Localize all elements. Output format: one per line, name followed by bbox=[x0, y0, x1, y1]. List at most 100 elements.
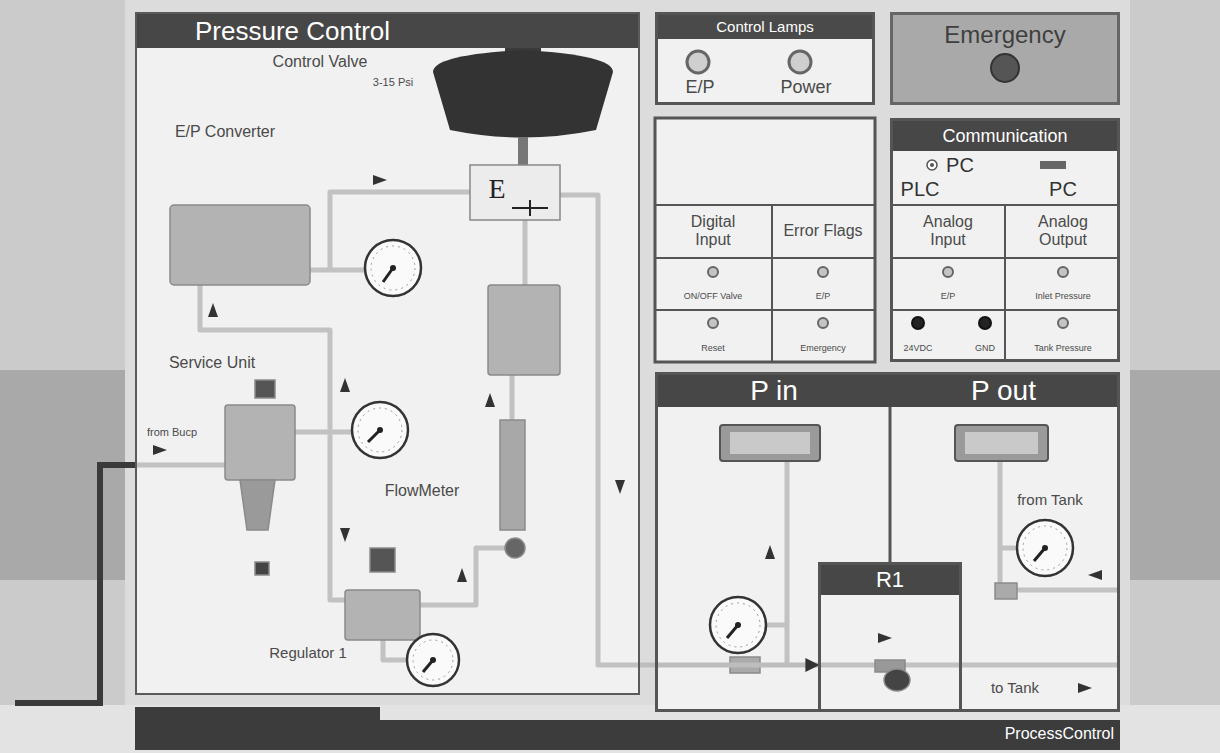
flow-arrow bbox=[765, 545, 775, 559]
air-pipe bbox=[200, 285, 345, 600]
table-header: Digital Input bbox=[673, 213, 753, 248]
air-pipe bbox=[785, 461, 790, 665]
status-led bbox=[943, 267, 953, 277]
flow-arrow bbox=[373, 175, 387, 185]
signal-name: GND bbox=[975, 344, 995, 354]
io-table bbox=[771, 205, 773, 362]
status-led bbox=[708, 318, 718, 328]
panel-heading: P out bbox=[890, 375, 1117, 407]
outlet-pressure-panel: P out bbox=[890, 372, 1120, 712]
air-pipe bbox=[383, 640, 407, 660]
supply-line bbox=[15, 465, 135, 703]
air-pipe bbox=[310, 268, 365, 273]
pressure-gauge bbox=[413, 640, 453, 680]
pressure-gauge bbox=[371, 246, 415, 290]
pneumatic-component bbox=[225, 405, 295, 480]
air-pipe bbox=[523, 220, 528, 285]
signal-name: 24VDC bbox=[903, 344, 932, 354]
pressure-display bbox=[965, 432, 1038, 454]
panel-fill bbox=[655, 12, 875, 105]
control-lamp bbox=[687, 51, 811, 73]
pressure-display bbox=[730, 432, 810, 454]
pressure-gauge bbox=[1023, 526, 1067, 570]
supply-line bbox=[15, 465, 135, 703]
control-valve bbox=[433, 18, 613, 220]
flow-note: from Tank bbox=[1017, 492, 1083, 509]
pneumatic-component bbox=[500, 420, 525, 530]
part-name: Regulator 1 bbox=[269, 645, 347, 662]
pressure-gauge bbox=[365, 240, 421, 296]
bottom-bar bbox=[135, 707, 380, 750]
signal-name: Emergency bbox=[800, 344, 846, 354]
part-name: FlowMeter bbox=[385, 482, 460, 500]
signal-name: E/P bbox=[941, 292, 956, 302]
status-led bbox=[1058, 318, 1068, 328]
io-table bbox=[655, 204, 875, 206]
pressure-gauge bbox=[710, 597, 766, 653]
wall-background bbox=[0, 705, 1220, 753]
table-header: Error Flags bbox=[783, 222, 863, 240]
io-table bbox=[1004, 205, 1006, 362]
panel-heading: Pressure Control bbox=[137, 14, 638, 48]
pneumatic-component bbox=[240, 480, 275, 530]
switch-position: PC bbox=[1049, 178, 1077, 200]
air-pipe bbox=[510, 375, 515, 420]
io-table bbox=[655, 309, 875, 311]
status-led bbox=[818, 318, 828, 328]
part-name: E/P Converter bbox=[175, 123, 275, 141]
io-table bbox=[890, 309, 1120, 311]
air-pipe bbox=[766, 623, 787, 628]
switch-position: PLC bbox=[901, 178, 940, 200]
panel-fill bbox=[135, 12, 640, 695]
panel-fill bbox=[818, 562, 962, 712]
lamp-name: E/P bbox=[685, 78, 714, 98]
pressure-gauge bbox=[407, 634, 459, 686]
pressure-gauge bbox=[735, 622, 741, 628]
pneumatic-component bbox=[995, 583, 1017, 599]
panel-heading: Control Lamps bbox=[658, 15, 872, 39]
control-lamp bbox=[687, 51, 709, 73]
air-pipe bbox=[295, 430, 352, 435]
pneumatic-component bbox=[345, 590, 420, 640]
pressure-gauge bbox=[377, 427, 383, 433]
control-lamp bbox=[789, 51, 811, 73]
status-led bbox=[708, 267, 1068, 329]
pressure-display bbox=[955, 425, 1048, 461]
panel-heading: ProcessControl bbox=[380, 720, 1120, 748]
signal-name: Tank Pressure bbox=[1034, 344, 1092, 354]
pressure-gauge bbox=[407, 634, 459, 686]
flow-arrow bbox=[153, 445, 167, 455]
air-pipe bbox=[1000, 461, 1120, 590]
flow-arrow bbox=[340, 528, 350, 542]
selector-switch bbox=[927, 160, 937, 170]
air-pipe bbox=[420, 548, 505, 605]
selector-switch bbox=[1040, 161, 1066, 169]
flow-arrow bbox=[485, 393, 495, 407]
signal-name: Inlet Pressure bbox=[1035, 292, 1091, 302]
pressure-gauge bbox=[358, 408, 402, 452]
flow-arrow bbox=[208, 303, 218, 317]
status-led bbox=[912, 317, 924, 329]
io-table bbox=[655, 118, 875, 362]
air-pipe bbox=[560, 195, 640, 665]
flow-arrow bbox=[340, 378, 350, 392]
pressure-gauge bbox=[352, 402, 408, 458]
pneumatic-component bbox=[255, 380, 275, 398]
table-header: Analog Output bbox=[1023, 213, 1103, 248]
inlet-pressure-panel: P in bbox=[655, 372, 890, 712]
status-led bbox=[1058, 267, 1068, 277]
wall-background bbox=[0, 370, 135, 580]
control-valve bbox=[470, 165, 560, 220]
pressure-display bbox=[720, 425, 1048, 461]
air-pipe bbox=[1000, 546, 1017, 551]
pressure-gauge bbox=[1017, 520, 1073, 576]
signal-name: ON/OFF Valve bbox=[684, 292, 742, 302]
io-table bbox=[655, 118, 1120, 362]
switch-position: PC bbox=[946, 154, 974, 176]
control-valve bbox=[518, 137, 528, 165]
pneumatic-component bbox=[170, 205, 310, 285]
air-pipe bbox=[135, 463, 225, 468]
pressure-gauge bbox=[1017, 520, 1073, 576]
